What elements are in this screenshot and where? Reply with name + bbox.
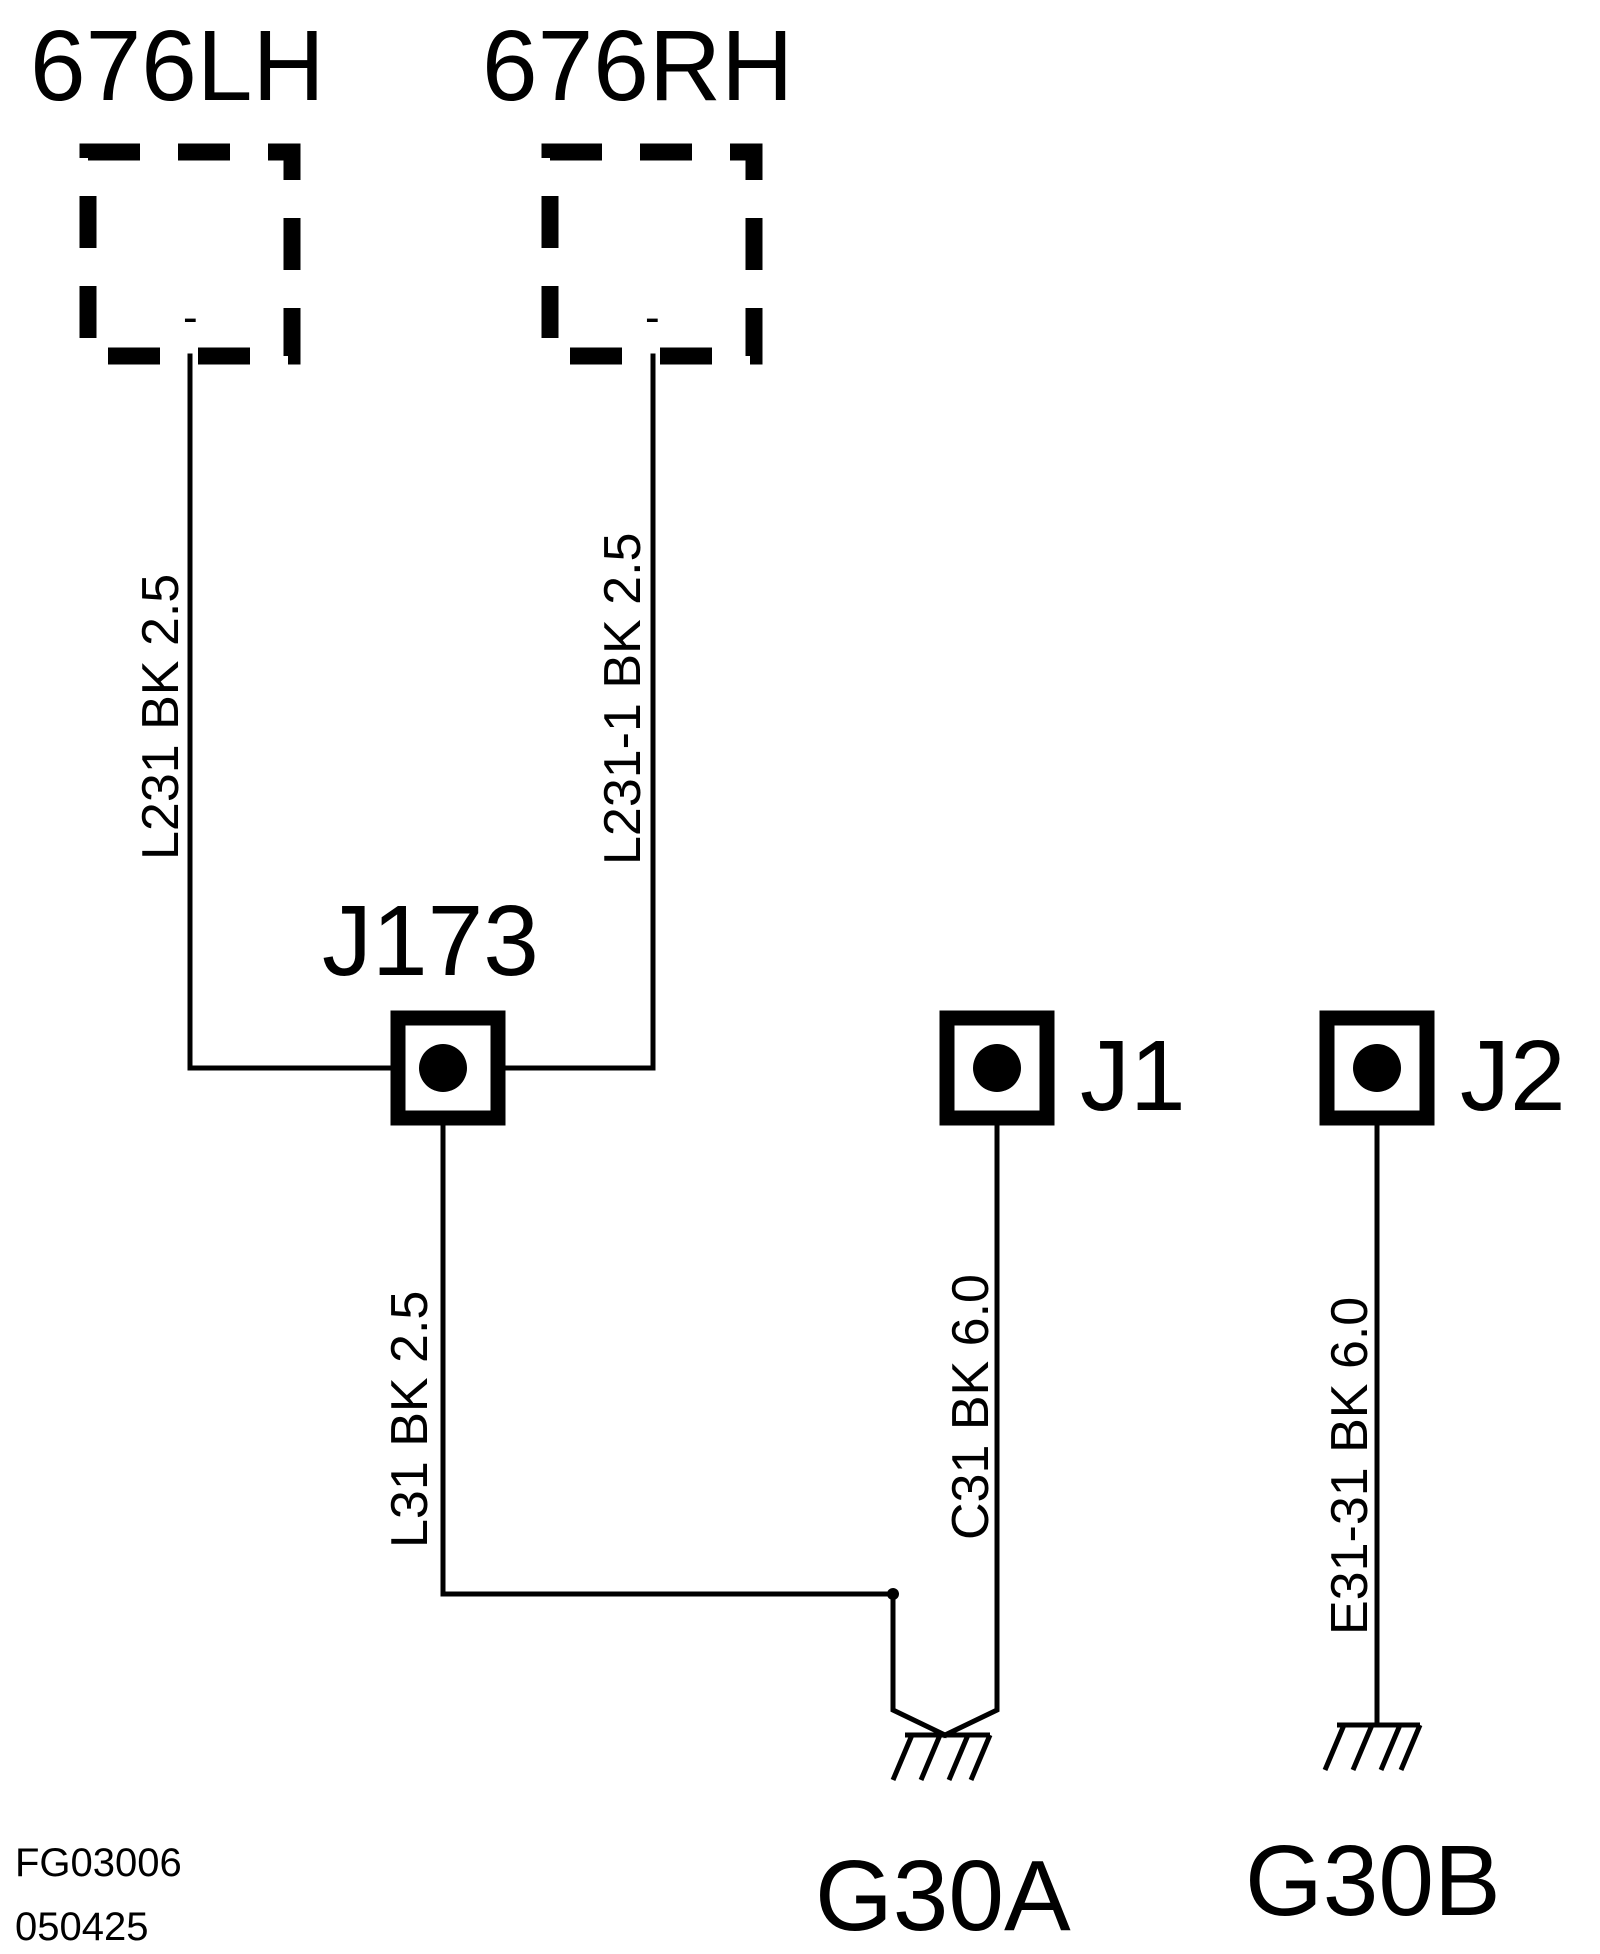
wire-l31-label: L31 BK 2.5	[381, 1291, 439, 1548]
connector-676rh-label: 676RH	[482, 10, 793, 122]
wire-l231-label: L231 BK 2.5	[132, 574, 190, 860]
junction-j1-label: J1	[1080, 1020, 1186, 1132]
ground-g30a-icon	[890, 1732, 993, 1781]
connector-676lh-box	[79, 143, 301, 365]
connector-676rh-pin: -	[645, 293, 660, 342]
wire-bend-dot	[887, 1588, 899, 1600]
splice-j173-node	[419, 1044, 467, 1092]
wire-e31-31-label: E31-31 BK 6.0	[1321, 1297, 1379, 1635]
wire-l231	[187, 353, 401, 1071]
figure-id: FG03006	[15, 1841, 182, 1885]
junction-j2-node	[1353, 1044, 1401, 1092]
junction-j1-box	[939, 1010, 1055, 1126]
junction-j2-box	[1319, 1010, 1435, 1126]
connector-676lh-pin: -	[183, 293, 198, 342]
wire-l31	[440, 1115, 949, 1739]
splice-j173-box	[390, 1010, 506, 1126]
wire-l231-1	[495, 353, 656, 1071]
junction-j1-node	[973, 1044, 1021, 1092]
ground-g30b-label: G30B	[1245, 1825, 1501, 1937]
connector-676lh-label: 676LH	[30, 10, 325, 122]
ground-g30a-label: G30A	[815, 1840, 1071, 1952]
junction-j2-label: J2	[1460, 1020, 1566, 1132]
connector-676rh-box	[541, 143, 763, 365]
wire-c31	[941, 1115, 1000, 1739]
splice-j173-label: J173	[322, 885, 539, 997]
date-code: 050425	[15, 1905, 148, 1949]
wire-c31-label: C31 BK 6.0	[942, 1274, 1000, 1540]
wire-l231-1-label: L231-1 BK 2.5	[594, 533, 652, 865]
ground-g30b-icon	[1322, 1722, 1423, 1771]
